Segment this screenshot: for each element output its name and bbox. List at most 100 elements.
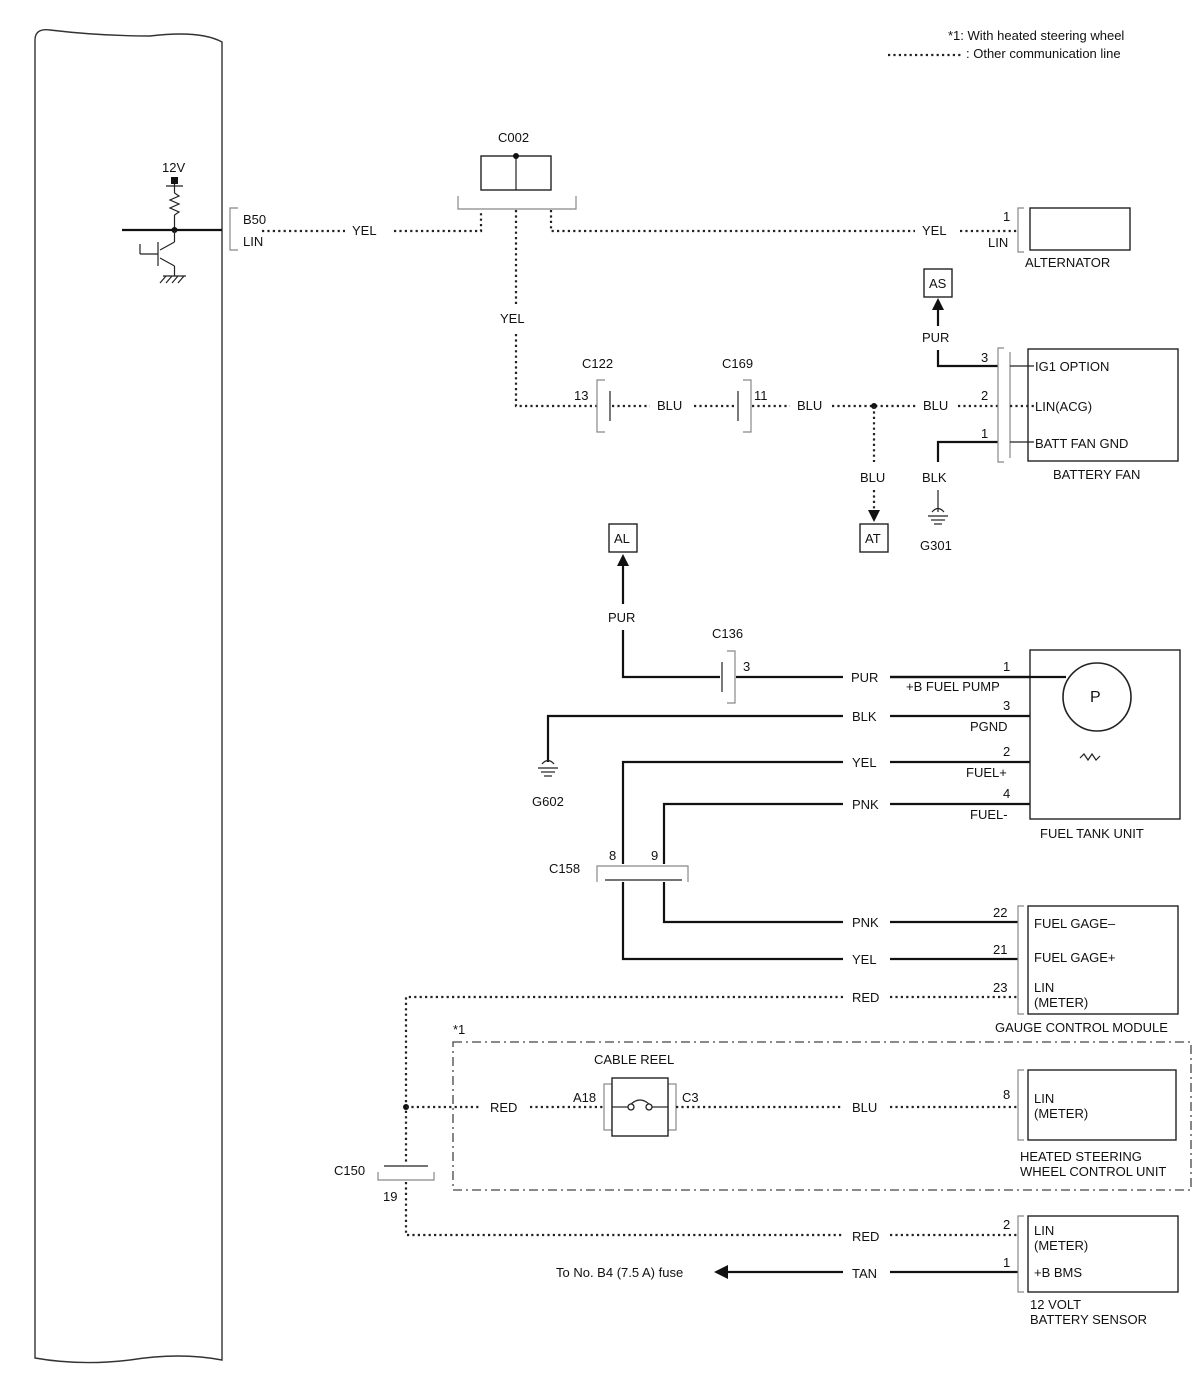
wire-yel-fuel-label: YEL: [852, 755, 877, 770]
cable-reel: CABLE REEL A18 C3: [573, 1052, 699, 1137]
supply-terminal-icon: [171, 177, 178, 184]
wire-pur-as-label: PUR: [922, 330, 949, 345]
connector-c169-label: C169: [722, 356, 753, 371]
ground-g602-icon: [538, 759, 558, 777]
battery-sensor-name-1: 12 VOLT: [1030, 1297, 1081, 1312]
wire-blu-down-label: BLU: [860, 470, 885, 485]
fuel-tank-pin-3-label: PGND: [970, 719, 1008, 734]
c150-pin-label: 19: [383, 1189, 397, 1204]
wire-blk-pump-a: [546, 714, 843, 762]
fuel-pump-symbol: P: [1090, 689, 1101, 706]
wire-yel-down-b: [514, 334, 600, 408]
wire-pnk-fuel-a: [662, 802, 843, 864]
wire-tan-bms-label: TAN: [852, 1266, 877, 1281]
gauge-module-box: [1027, 905, 1179, 1015]
battery-fan-pin-1-label: BATT FAN GND: [1035, 436, 1128, 451]
fuel-tank-pin-2-no: 2: [1003, 744, 1010, 759]
terminal-al-label: AL: [614, 531, 630, 546]
legend-note: *1: With heated steering wheel: [948, 28, 1124, 43]
connector-c169: C169 11: [722, 356, 768, 433]
arrow-up-icon: [932, 298, 944, 310]
gauge-pin-23-no: 23: [993, 980, 1007, 995]
c136-housing: [727, 650, 736, 704]
fuel-tank-pin-1-no: 1: [1003, 659, 1010, 674]
wire-blu-3-label: BLU: [923, 398, 948, 413]
connector-c150-label: C150: [334, 1163, 365, 1178]
ground-g301-label: G301: [920, 538, 952, 553]
gauge-pin-23-label-2: (METER): [1034, 995, 1088, 1010]
wire-red-bms-label: RED: [852, 1229, 879, 1244]
connector-c158: C158 8 9: [549, 848, 689, 882]
alternator-pin-no: 1: [1003, 209, 1010, 224]
battery-sensor-pin-1-label: +B BMS: [1034, 1265, 1082, 1280]
option-annotation: *1: [453, 1022, 465, 1037]
c002-junction-dot: [513, 153, 519, 159]
wire-blk-g301-label: BLK: [922, 470, 947, 485]
alternator-box: [1029, 207, 1131, 251]
c158-housing: [596, 865, 689, 882]
battery-sensor-pin-2-no: 2: [1003, 1217, 1010, 1232]
wire-blu-steer-label: BLU: [852, 1100, 877, 1115]
cable-reel-c3-label: C3: [682, 1090, 699, 1105]
battery-fan-pin-3-label: IG1 OPTION: [1035, 359, 1109, 374]
wire-red-reel-label: RED: [490, 1100, 517, 1115]
connector-c150: C150 19: [334, 1163, 435, 1204]
battery-fan-connector-outer: [997, 347, 1004, 463]
ecu-pin-lin-label: LIN: [243, 234, 263, 249]
alternator: 1 LIN ALTERNATOR: [988, 207, 1131, 270]
gauge-pin-21-label: FUEL GAGE+: [1034, 950, 1116, 965]
wire-yel-alt-a: [549, 210, 915, 233]
fuel-tank-unit: P 1 +B FUEL PUMP 3 PGND 2 FUEL+ 4 FUEL- …: [890, 649, 1181, 841]
wire-blk-pump-label: BLK: [852, 709, 877, 724]
cable-reel-left-cap: [603, 1083, 613, 1131]
gauge-control-module: 22 FUEL GAGE– 21 FUEL GAGE+ 23 LIN (METE…: [993, 905, 1179, 1035]
c158-pin-8-label: 8: [609, 848, 616, 863]
battery-sensor-connector: [1017, 1215, 1024, 1293]
gauge-pin-21-no: 21: [993, 942, 1007, 957]
heated-steering-name-2: WHEEL CONTROL UNIT: [1020, 1164, 1166, 1179]
battery-sensor-pin-1-no: 1: [1003, 1255, 1010, 1270]
heated-steering-box: [1027, 1069, 1177, 1141]
connector-c122: C122 13: [574, 356, 613, 433]
wire-pur-pump-label: PUR: [851, 670, 878, 685]
wire-yel-main-label: YEL: [352, 223, 377, 238]
wire-red-gauge-label: RED: [852, 990, 879, 1005]
fuel-tank-pin-1-label: +B FUEL PUMP: [906, 679, 1000, 694]
wire-pur-al-label: PUR: [608, 610, 635, 625]
c136-pin-label: 3: [743, 659, 750, 674]
fuel-tank-pin-2-label: FUEL+: [966, 765, 1007, 780]
heated-steering-control-unit: 8 LIN (METER) HEATED STEERING WHEEL CONT…: [1003, 1069, 1177, 1179]
c169-pin-label: 11: [754, 388, 768, 403]
battery-sensor-pin-2-label: LIN: [1034, 1223, 1054, 1238]
fuel-level-sensor-icon: [1079, 752, 1101, 762]
battery-fan: 3 2 1 IG1 OPTION LIN(ACG) BATT FAN GND B…: [981, 347, 1179, 482]
terminal-at-box: [859, 523, 889, 553]
c002-housing: [457, 196, 577, 210]
alternator-pin-name: LIN: [988, 235, 1008, 250]
legend: *1: With heated steering wheel : Other c…: [888, 28, 1124, 61]
battery-fan-pin-2-label: LIN(ACG): [1035, 399, 1092, 414]
gauge-module-name: GAUGE CONTROL MODULE: [995, 1020, 1168, 1035]
gauge-pin-23-label: LIN: [1034, 980, 1054, 995]
cable-reel-spring-icon: [630, 1099, 650, 1105]
arrow-down-icon: [868, 510, 880, 522]
battery-sensor-pin-2-label-2: (METER): [1034, 1238, 1088, 1253]
fuel-tank-pin-4-no: 4: [1003, 786, 1010, 801]
ground-g602-label: G602: [532, 794, 564, 809]
transistor-icon: [139, 230, 186, 284]
terminal-al-box: [608, 523, 638, 553]
wire-yel-gauge-a: [621, 882, 843, 961]
c158-pin-9-label: 9: [651, 848, 658, 863]
heated-steering-pin-label-2: (METER): [1034, 1106, 1088, 1121]
alternator-name: ALTERNATOR: [1025, 255, 1110, 270]
wire-blk-g301-a: [936, 440, 998, 462]
connector-b50-label: B50: [243, 212, 266, 227]
wire-pur-as-b: [936, 350, 998, 368]
wire-pnk-gauge-label: PNK: [852, 915, 879, 930]
battery-fan-pin-2-no: 2: [981, 388, 988, 403]
fuel-pump-motor-icon: [1062, 662, 1132, 732]
wire-blu-2-label: BLU: [797, 398, 822, 413]
connector-c002-label: C002: [498, 130, 529, 145]
gauge-pin-22-no: 22: [993, 905, 1007, 920]
cable-reel-contact-left: [627, 1103, 635, 1111]
